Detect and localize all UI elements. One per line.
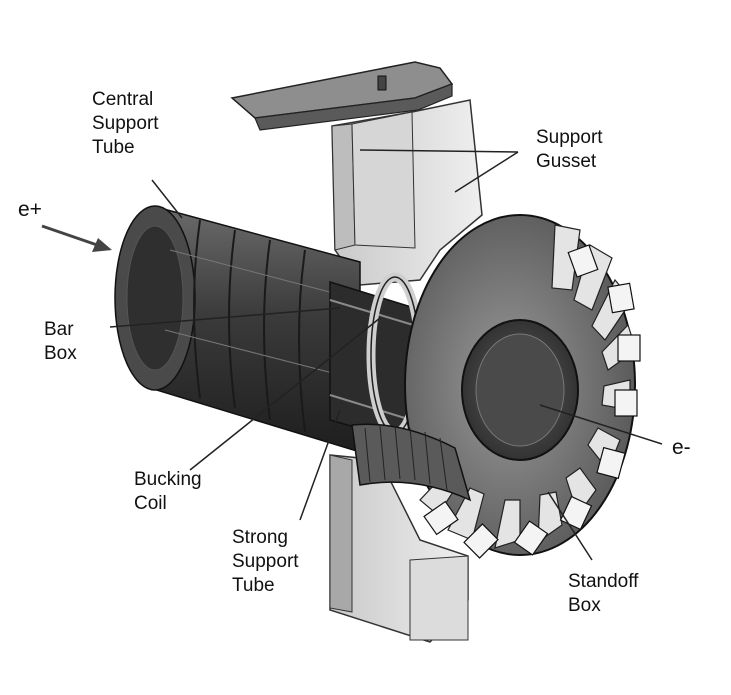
label-line: Tube (92, 137, 135, 158)
leader-strong-support-tube (299, 409, 341, 521)
label-line: Box (44, 343, 77, 364)
standoff-box (404, 214, 641, 559)
e-plus-arrow (41, 224, 112, 252)
support-plate-top (230, 61, 454, 131)
central-support-tube (114, 205, 361, 454)
lower-flange (351, 423, 472, 502)
label-strong-support-tube: Strong Support Tube (232, 526, 299, 598)
support-gusset-upper (331, 99, 483, 286)
label-line: Support (536, 127, 603, 148)
leader-support-gusset-a (359, 149, 519, 153)
leader-e-minus (539, 404, 663, 445)
label-e-minus: e- (672, 436, 691, 459)
leader-standoff-box (547, 491, 593, 561)
label-line: Bucking (134, 469, 202, 490)
label-bar-box: Bar Box (44, 318, 77, 366)
support-gusset-lower (329, 454, 469, 643)
label-line: Support (92, 113, 159, 134)
label-e-plus: e+ (18, 198, 42, 221)
label-line: Strong (232, 527, 288, 548)
label-line: Support (232, 551, 299, 572)
label-line: Coil (134, 493, 167, 514)
label-line: Bar (44, 319, 74, 340)
label-support-gusset: Support Gusset (536, 126, 603, 174)
label-line: Tube (232, 575, 275, 596)
label-central-support-tube: Central Support Tube (92, 88, 159, 160)
leader-support-gusset-b (454, 151, 519, 193)
leader-bucking-coil (189, 317, 381, 471)
leader-central-support-tube (151, 179, 183, 219)
label-line: Standoff (568, 571, 639, 592)
leader-bar-box (109, 307, 341, 328)
label-line: Gusset (536, 151, 597, 172)
leader-lines (109, 149, 663, 561)
label-line: Central (92, 89, 154, 110)
label-line: Box (568, 595, 601, 616)
label-standoff-box: Standoff Box (568, 570, 638, 618)
label-bucking-coil: Bucking Coil (134, 468, 202, 516)
